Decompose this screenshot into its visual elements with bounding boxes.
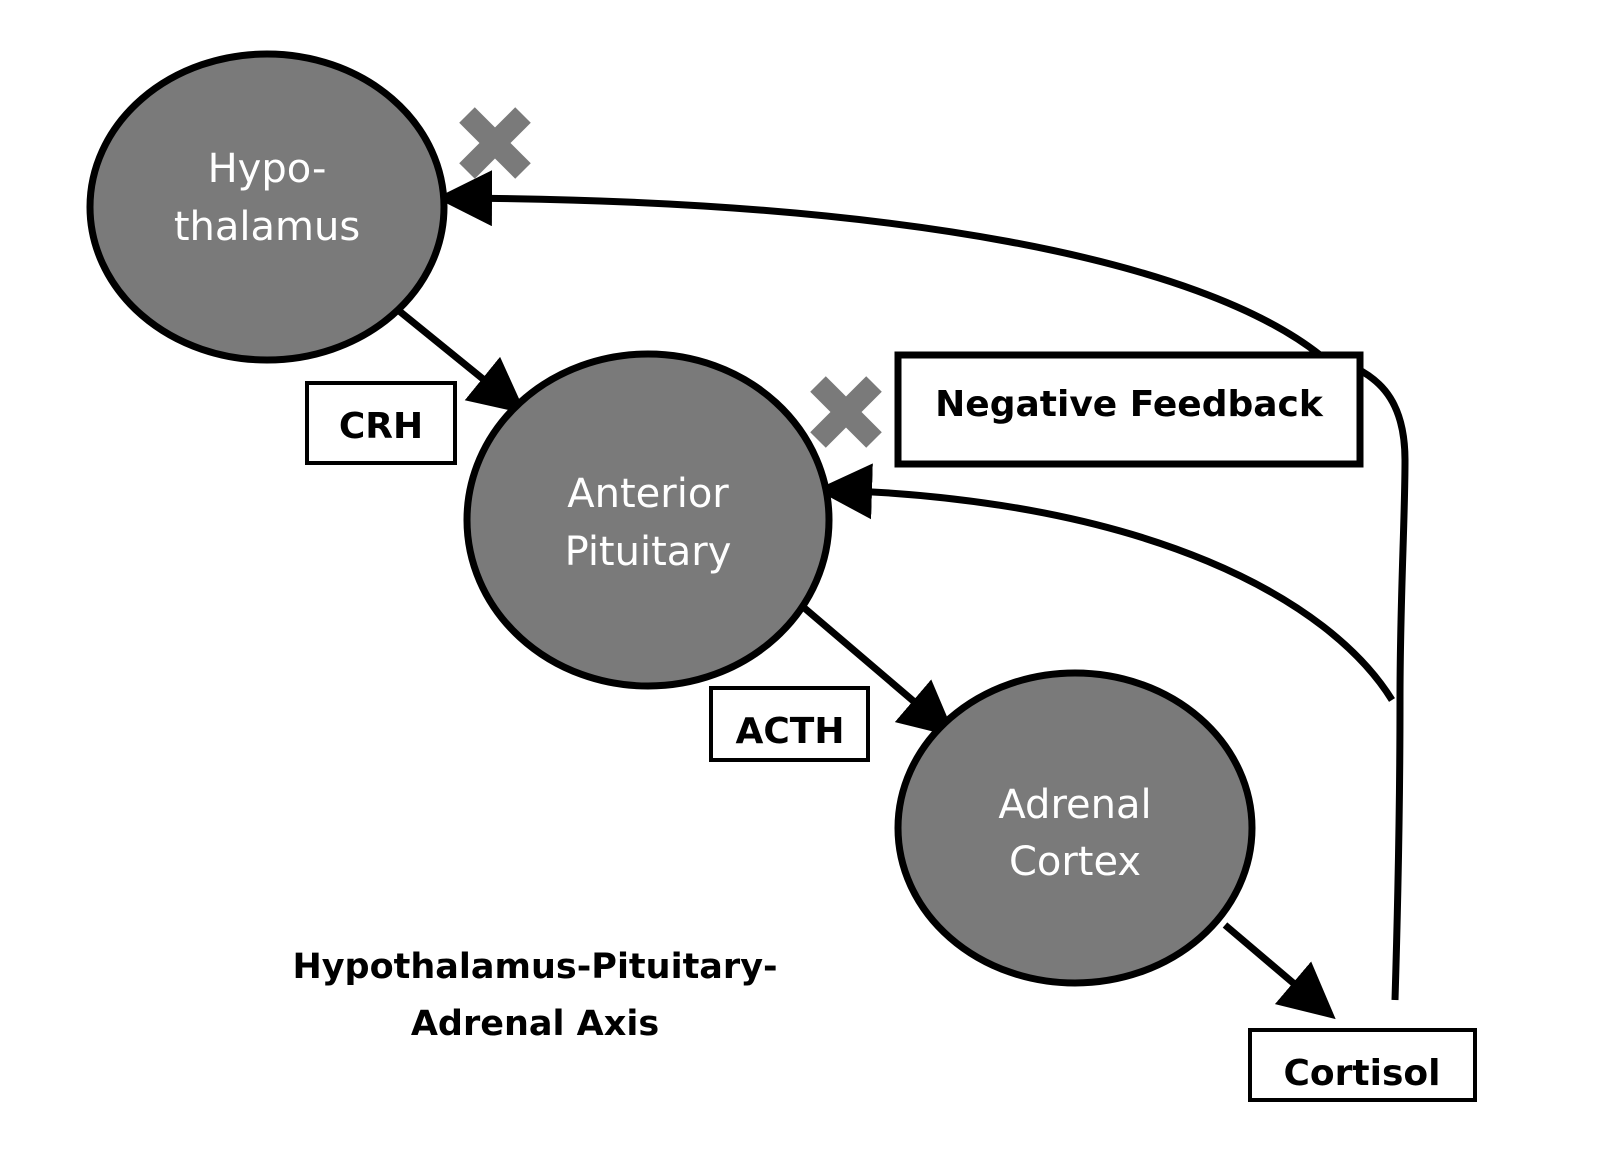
crh-arrow: [395, 307, 526, 414]
label-acth: ACTH: [736, 711, 845, 752]
label-cortisol: Cortisol: [1284, 1053, 1441, 1094]
label-box-cortisol: Cortisol: [1248, 1028, 1477, 1102]
cortisol-arrow: [1222, 922, 1336, 1020]
label-crh: CRH: [339, 406, 423, 447]
node-anterior-pituitary-line1: Anterior: [567, 471, 729, 517]
node-adrenal-cortex-line1: Adrenal: [998, 782, 1151, 828]
diagram-title-line1: Hypothalamus-Pituitary-: [292, 947, 777, 987]
feedback-arrow-pituitary: [816, 463, 1395, 702]
node-hypothalamus-line2: thalamus: [174, 204, 360, 250]
node-anterior-pituitary: Anterior Pituitary: [463, 350, 833, 690]
node-adrenal-cortex: Adrenal Cortex: [894, 669, 1256, 987]
node-adrenal-cortex-line2: Cortex: [1009, 839, 1141, 885]
label-negative-feedback: Negative Feedback: [935, 384, 1324, 425]
node-anterior-pituitary-line2: Pituitary: [565, 529, 732, 575]
inhibit-x-icon-hypothalamus: [459, 107, 531, 179]
label-box-crh: CRH: [305, 381, 457, 465]
inhibit-x-icon-pituitary: [810, 376, 882, 448]
label-box-acth: ACTH: [709, 686, 870, 762]
label-box-negative-feedback: Negative Feedback: [894, 351, 1364, 468]
node-hypothalamus-line1: Hypo-: [208, 146, 327, 192]
acth-arrow: [792, 597, 956, 738]
node-hypothalamus: Hypo- thalamus: [86, 50, 448, 364]
diagram-title-line2: Adrenal Axis: [411, 1004, 659, 1044]
feedback-arrow-hypothalamus: [436, 170, 1409, 1001]
